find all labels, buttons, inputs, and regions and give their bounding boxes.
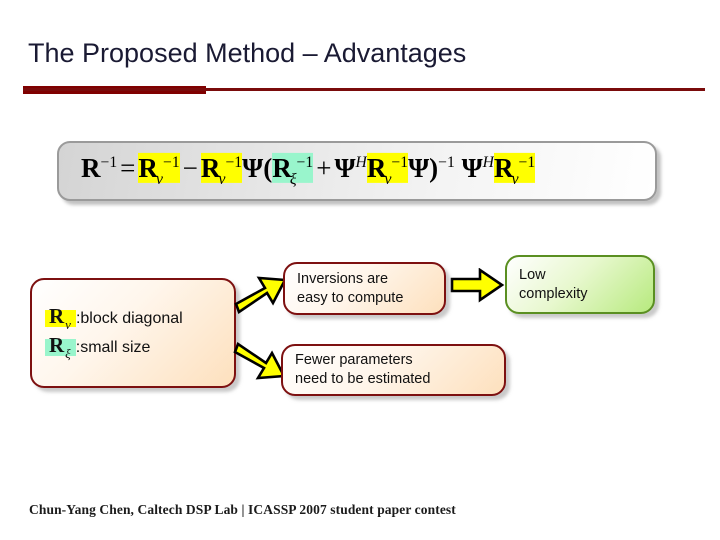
equation-exp-group: −1	[438, 153, 455, 171]
slide-footer: Chun-Yang Chen, Caltech DSP Lab | ICASSP…	[29, 502, 456, 517]
equation-exp-lhs: −1	[100, 153, 118, 171]
equation-psi-1: Ψ	[242, 152, 264, 183]
rv-label: :block diagonal	[75, 310, 183, 328]
arrow-to-inversions	[234, 276, 288, 315]
property-row-rv: Rν:block diagonal	[45, 305, 183, 331]
equation-rparen: )	[429, 152, 439, 183]
rxi-label: :small size	[75, 339, 151, 357]
equation-Rv-term-2: Rν−1	[200, 152, 243, 188]
fewer-parameters-box: Fewer parameters need to be estimated	[281, 344, 506, 396]
properties-box: Rν:block diagonal Rξ:small size	[30, 278, 236, 388]
property-row-rxi: Rξ:small size	[45, 334, 183, 361]
equation-psi-2: Ψ	[408, 152, 430, 183]
equation-Rv-term-1: Rν−1	[138, 152, 180, 188]
inversions-box: Inversions are easy to compute	[283, 262, 446, 315]
arrow-to-low-complexity	[450, 268, 505, 303]
properties-box-content: Rν:block diagonal Rξ:small size	[45, 302, 183, 364]
rxi-symbol-highlight: Rξ	[45, 334, 76, 361]
equation-H-1: H	[355, 153, 367, 171]
equation-psi-H-1: Ψ	[334, 152, 356, 183]
inversions-box-label: Inversions are easy to compute	[297, 270, 404, 306]
equation-equals: =	[120, 152, 136, 183]
rv-symbol-highlight: Rν	[45, 305, 76, 331]
equation-Rv-term-3: Rν−1	[366, 152, 409, 188]
fewer-parameters-box-label: Fewer parameters need to be estimated	[295, 351, 431, 387]
page-title: The Proposed Method – Advantages	[28, 38, 467, 68]
equation-lparen: (	[263, 152, 273, 183]
equation-minus: −	[182, 152, 198, 183]
equation-Rv-term-4: Rν−1	[493, 152, 536, 188]
low-complexity-box-label: Low complexity	[519, 266, 588, 302]
equation-content: R−1=Rν−1−Rν−1Ψ(Rξ−1+ΨHRν−1Ψ)−1 ΨHRν−1	[81, 152, 536, 188]
low-complexity-box: Low complexity	[505, 255, 655, 314]
arrow-to-fewer-parameters	[233, 341, 287, 380]
equation-R-lhs: R	[81, 152, 101, 183]
equation-H-2: H	[482, 153, 494, 171]
equation-box: R−1=Rν−1−Rν−1Ψ(Rξ−1+ΨHRν−1Ψ)−1 ΨHRν−1	[57, 141, 657, 201]
equation-Rxi-term: Rξ−1	[272, 152, 314, 188]
equation-plus: +	[316, 152, 332, 183]
equation-psi-H-2: Ψ	[454, 152, 483, 183]
title-rule-thin	[23, 88, 705, 91]
